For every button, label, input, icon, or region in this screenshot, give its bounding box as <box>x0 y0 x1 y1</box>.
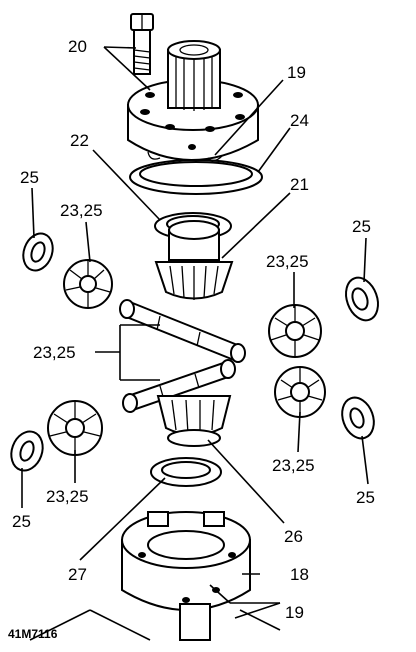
leader-lines <box>21 46 369 619</box>
bevel-gear-icon <box>47 400 103 456</box>
callout-22: 22 <box>70 131 89 150</box>
bevel-gear-icon <box>156 395 232 447</box>
callout-26: 26 <box>284 527 303 546</box>
callout-23-25-lower-left: 23,25 <box>46 487 89 506</box>
shim-ring <box>129 159 263 195</box>
thrust-washer-icon <box>150 457 222 487</box>
upper-case-half <box>127 40 259 162</box>
figure-code: 41M7116 <box>8 627 58 641</box>
bevel-gear-icon <box>268 304 322 358</box>
callout-23-25-lower-right: 23,25 <box>272 456 315 475</box>
bevel-gear-icon <box>63 259 113 309</box>
cross-shaft-icon <box>119 299 246 363</box>
thrust-washer-icon <box>10 430 44 472</box>
cross-shaft-icon <box>122 359 236 413</box>
callout-18: 18 <box>290 565 309 584</box>
bevel-gear-icon <box>274 366 326 418</box>
callout-20: 20 <box>68 37 87 56</box>
callout-19-bottom: 19 <box>285 603 304 622</box>
thrust-washer-icon <box>22 232 54 272</box>
callout-25-upper-right: 25 <box>352 217 371 236</box>
callout-24: 24 <box>290 111 309 130</box>
thrust-washer-icon <box>341 396 375 440</box>
callout-23-25-upper-right: 23,25 <box>266 252 309 271</box>
callout-23-25-upper-left: 23,25 <box>60 201 103 220</box>
callout-25-upper-left: 25 <box>20 168 39 187</box>
callout-21: 21 <box>290 175 309 194</box>
bevel-gear-icon <box>154 220 234 300</box>
callout-25-lower-right: 25 <box>356 488 375 507</box>
thrust-washer-icon <box>345 276 379 322</box>
callout-25-lower-left: 25 <box>12 512 31 531</box>
bolt-icon <box>130 13 154 75</box>
callout-19-top: 19 <box>287 63 306 82</box>
callout-27: 27 <box>68 565 87 584</box>
callout-23-25-middle: 23,25 <box>33 343 76 362</box>
callout-labels: 20 19 24 22 21 25 23,25 25 23,25 23,25 2… <box>8 37 375 641</box>
